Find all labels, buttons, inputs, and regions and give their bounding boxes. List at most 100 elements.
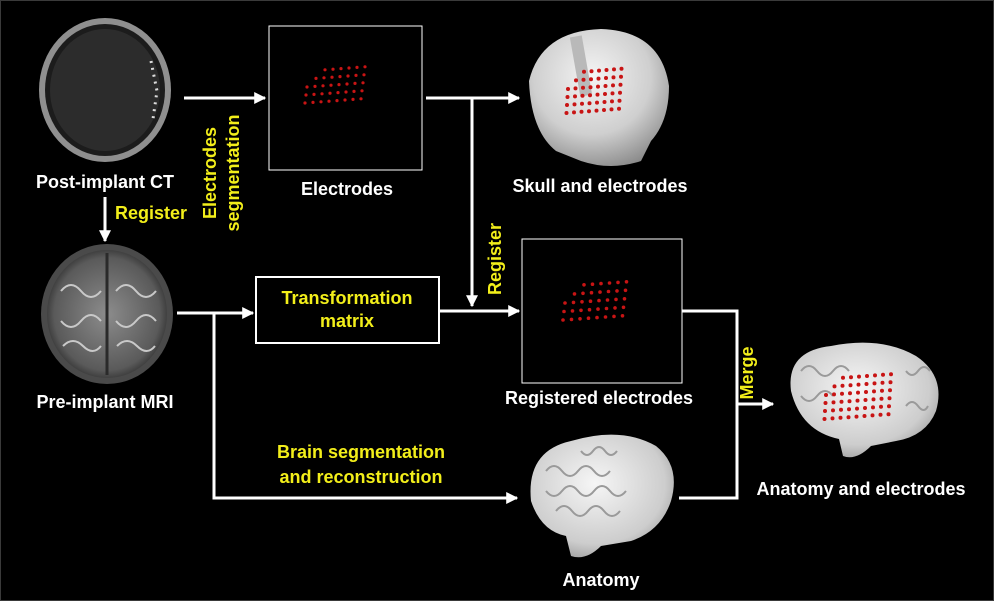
electrode-dot [839,407,843,412]
merge-label: Merge [737,346,757,399]
matrix-label: matrix [320,311,374,331]
electrode-dot [841,375,845,380]
brain-seg-line1: Brain segmentation [277,442,445,462]
electrode-dot [617,106,621,111]
electrode-dot [564,111,569,115]
electrode-dot [330,75,334,79]
electrode-dot [573,94,577,99]
electrode-dot [344,90,348,94]
electrode-dot [610,91,615,96]
electrode-dot [346,74,350,78]
electrode-dot [581,77,586,82]
electrode-dot [604,68,609,72]
electrode-dot [855,406,859,411]
electrode-dot [603,92,607,96]
electrode-dot [562,309,566,314]
electrode-dot [864,390,868,394]
electrode-dot [337,83,341,87]
electrode-dot [848,391,852,396]
electrode-dot [595,92,600,97]
electrode-dot [572,102,577,107]
electrode-dot [328,91,332,95]
electrode-dot [345,82,349,86]
registered-electrodes-panel [521,238,683,384]
electrode-dot [566,87,570,91]
electrode-dot [355,65,359,69]
electrode-dot [594,108,599,113]
transformation-label: Transformation [281,288,412,308]
electrode-dot [839,399,844,404]
electrode-dot [596,307,600,311]
electrode-dot [615,289,619,293]
electrode-dot [873,373,877,378]
electrode-dot [573,86,578,91]
electrode-dot [363,65,367,69]
electrode-dot [347,66,351,70]
electrode-dot [570,309,575,313]
electrode-dot [831,408,835,413]
register-ct-mri-label: Register [115,203,187,223]
skull-electrode-grid [564,66,624,115]
electrode-dot [319,100,323,104]
electrode-dot [832,392,836,397]
electrode-dot [360,89,364,93]
electrodes-seg-line1: Electrodes [200,127,220,219]
electrode-dot [343,98,347,102]
registered-electrodes-label: Registered electrodes [505,388,693,408]
electrode-dot [832,384,837,389]
skull-and-electrodes-label: Skull and electrodes [512,176,687,196]
electrode-dot [565,95,570,99]
electrode-dot [590,282,595,287]
electrode-dot [589,77,593,82]
transformation-matrix-box [255,276,440,344]
electrode-dot [606,289,611,294]
electrode-dot [872,389,876,394]
electrode-dot [619,66,624,71]
electrode-dot [312,92,316,96]
electrodes-panel [268,25,423,171]
arrows [99,92,775,504]
electrode-dot [321,84,325,88]
electrode-dot [824,393,828,397]
post-implant-ct-label: Post-implant CT [36,172,174,192]
anatomy-label: Anatomy [562,570,639,590]
electrode-dot [838,415,843,420]
anatomy-and-electrodes-label: Anatomy and electrodes [756,479,965,499]
electrode-dot [862,414,867,418]
electrode-dot [582,283,586,287]
electrode-dot [322,76,326,80]
electrode-dot [323,68,327,72]
electrode-dot [605,298,610,302]
electrode-dot [618,90,622,95]
electrode-dot [888,380,893,385]
electrode-grid [303,65,367,105]
electrode-dot [578,317,582,321]
electrode-dot [822,417,827,421]
electrode-dot [354,73,358,77]
electrode-dot [840,383,845,388]
electrode-dot [622,297,627,301]
electrode-dot [847,407,851,412]
electrode-dot [303,101,307,105]
electrode-dot [847,399,852,404]
electrode-dot [565,103,569,107]
electrode-dot [596,84,600,89]
electrode-dot [588,85,593,90]
electrode-dot [612,67,616,72]
electrode-dot [870,413,875,418]
electrode-dot [352,89,356,93]
electrode-dot [327,99,331,103]
electrode-dot [580,101,584,106]
electrode-dot [623,288,628,293]
electrode-dot [320,92,324,96]
electrode-dot [872,381,877,386]
electrode-dot [846,415,851,420]
electrode-dot [865,374,869,378]
electrode-dot [609,107,614,112]
electrode-dot [604,76,608,80]
electrode-dot [588,93,592,98]
electrode-dot [888,388,892,393]
electrode-dot [886,412,891,417]
electrode-dot [598,290,602,294]
electrode-dot [611,75,616,80]
